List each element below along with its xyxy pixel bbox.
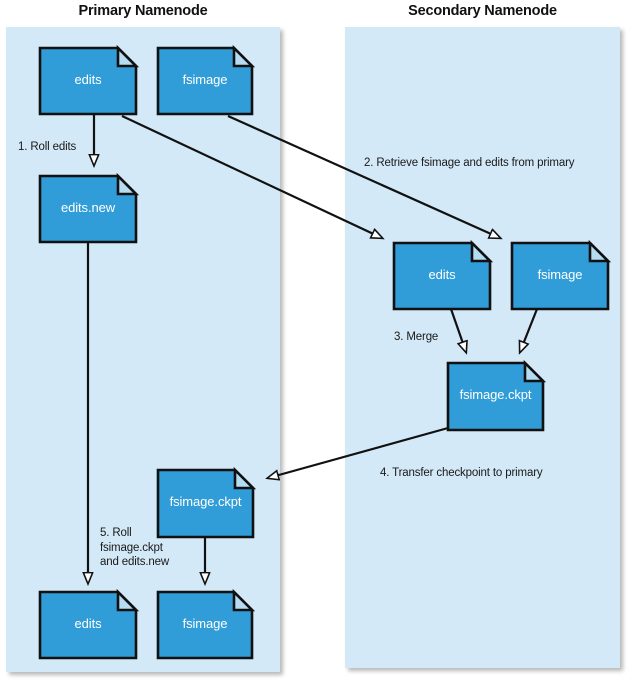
step-label-1-roll-edits: 1. Roll edits xyxy=(18,141,77,153)
step-label-5-roll: 5. Roll fsimage.ckpt and edits.new xyxy=(100,527,170,568)
panel-title-secondary: Secondary Namenode xyxy=(408,3,557,19)
step-label-2-retrieve: 2. Retrieve fsimage and edits from prima… xyxy=(364,157,575,169)
step-label-3-merge: 3. Merge xyxy=(394,331,439,343)
panel-primary-namenode xyxy=(6,27,280,672)
step-label-4-transfer: 4. Transfer checkpoint to primary xyxy=(380,467,543,479)
panel-secondary-namenode xyxy=(345,27,620,668)
panel-title-primary: Primary Namenode xyxy=(78,3,208,19)
